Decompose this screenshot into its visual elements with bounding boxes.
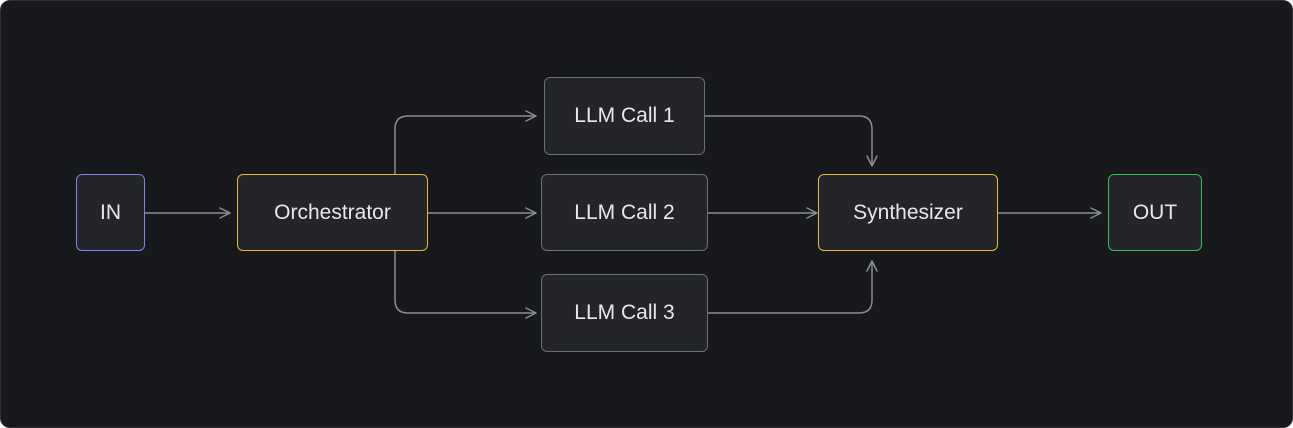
- node-llm-call-2-label: LLM Call 2: [574, 200, 675, 224]
- node-synthesizer[interactable]: Synthesizer: [818, 174, 998, 251]
- node-out[interactable]: OUT: [1108, 174, 1202, 251]
- node-llm-call-3[interactable]: LLM Call 3: [541, 274, 708, 352]
- node-llm-call-3-label: LLM Call 3: [574, 301, 675, 324]
- node-llm-call-1-label: LLM Call 1: [574, 104, 675, 127]
- node-orchestrator[interactable]: Orchestrator: [237, 174, 428, 251]
- edge-orchestrator-to-llm-call-1: [394, 110, 537, 175]
- edge-llm-call-3-to-synthesizer: [707, 260, 878, 314]
- node-out-label: OUT: [1132, 200, 1178, 224]
- node-llm-call-1[interactable]: LLM Call 1: [544, 77, 705, 155]
- node-in[interactable]: IN: [76, 174, 145, 251]
- edge-llm-call-1-to-synthesizer: [704, 115, 878, 167]
- node-in-label: IN: [100, 200, 121, 224]
- edge-orchestrator-to-llm-call-3: [394, 251, 537, 319]
- node-orchestrator-label: Orchestrator: [274, 200, 391, 224]
- node-synthesizer-label: Synthesizer: [853, 200, 963, 224]
- node-llm-call-2[interactable]: LLM Call 2: [541, 174, 708, 251]
